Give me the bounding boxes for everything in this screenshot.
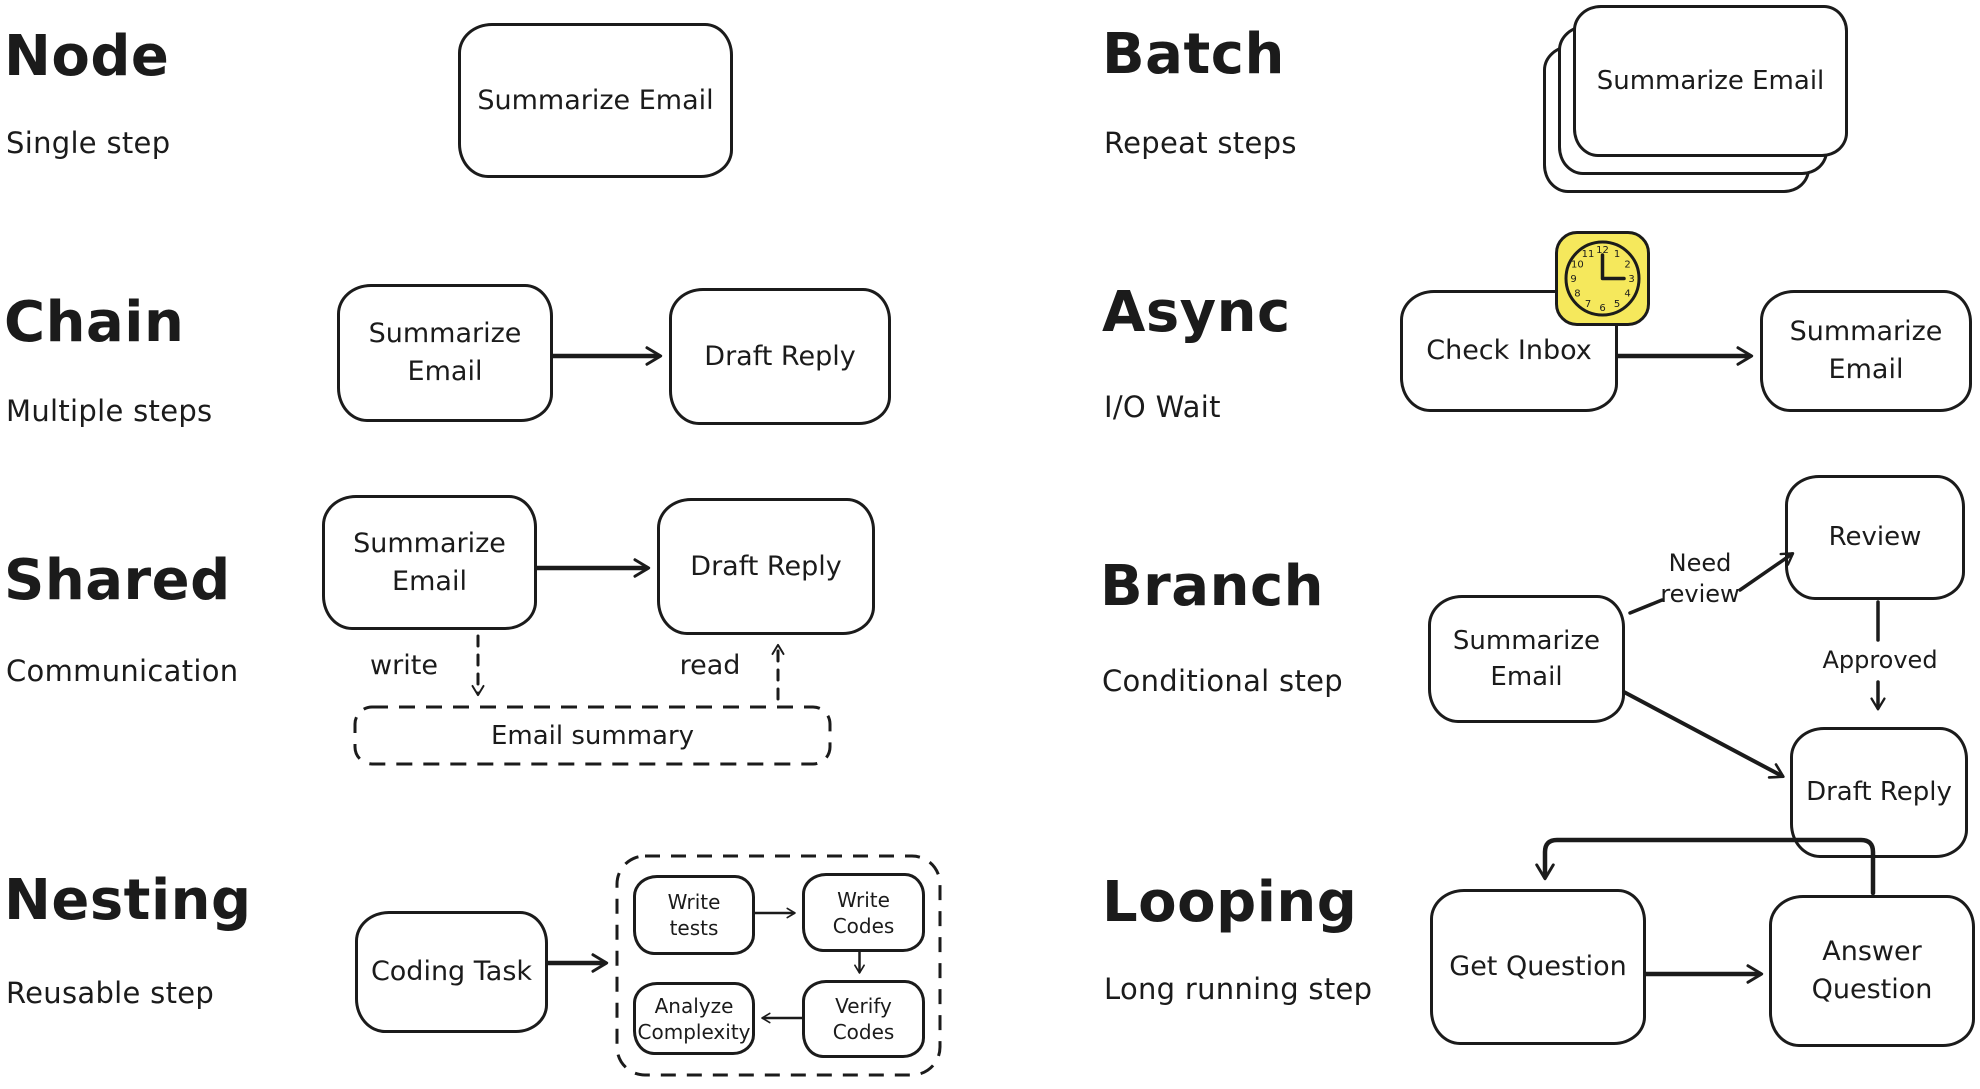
clock-number: 6 — [1599, 303, 1605, 314]
branch-need-review-label: Need review — [1660, 549, 1740, 609]
looping-arrow-loopback — [1535, 837, 1876, 896]
async-box-summarize-email: Summarize Email — [1760, 290, 1972, 412]
branch-arrow-direct — [1622, 690, 1785, 779]
nesting-box-analyze-complexity: Analyze Complexity — [633, 982, 755, 1055]
looping-title: Looping — [1102, 870, 1358, 935]
async-title: Async — [1102, 280, 1291, 345]
shared-subtitle: Communication — [6, 654, 239, 688]
chain-box-summarize-email: Summarize Email — [337, 284, 553, 422]
nesting-box-verify-codes: Verify Codes — [802, 980, 925, 1058]
nesting-title: Nesting — [4, 868, 252, 933]
looping-box-answer-question: Answer Question — [1769, 895, 1975, 1047]
batch-subtitle: Repeat steps — [1104, 126, 1297, 160]
shared-store-email-summary: Email summary — [490, 720, 695, 751]
branch-approved-label: Approved — [1822, 646, 1938, 674]
batch-card-summarize-email: Summarize Email — [1573, 5, 1848, 157]
branch-arrow-need-tail — [1628, 598, 1664, 615]
clock-number: 9 — [1570, 274, 1576, 285]
clock-number: 3 — [1628, 274, 1634, 285]
node-subtitle: Single step — [6, 126, 171, 160]
looping-subtitle: Long running step — [1104, 972, 1373, 1006]
shared-box-draft-reply: Draft Reply — [657, 498, 875, 635]
clock-number: 2 — [1624, 260, 1630, 271]
shared-box-summarize-email: Summarize Email — [322, 495, 537, 630]
nesting-group-outline — [615, 854, 942, 1077]
branch-subtitle: Conditional step — [1102, 664, 1343, 698]
clock-number: 12 — [1596, 245, 1609, 256]
clock-number: 4 — [1624, 289, 1630, 300]
chain-box-draft-reply: Draft Reply — [669, 288, 891, 425]
clock-icon: 12 1 2 3 4 5 6 7 8 9 10 11 — [1555, 231, 1650, 326]
clock-hands — [1600, 253, 1626, 281]
nesting-box-coding-task: Coding Task — [355, 911, 548, 1033]
branch-box-review: Review — [1785, 475, 1965, 600]
node-title: Node — [4, 24, 170, 89]
clock-number: 5 — [1614, 299, 1620, 310]
async-subtitle: I/O Wait — [1104, 390, 1221, 424]
nesting-box-write-tests: Write tests — [633, 875, 755, 955]
clock-number: 1 — [1614, 249, 1620, 260]
branch-arrow-need-head — [1738, 552, 1795, 592]
node-box-summarize-email: Summarize Email — [458, 23, 733, 178]
shared-title: Shared — [4, 548, 231, 613]
shared-read-label: read — [679, 650, 741, 681]
clock-number: 8 — [1574, 289, 1580, 300]
branch-box-draft-reply: Draft Reply — [1790, 727, 1968, 858]
clock-number: 11 — [1582, 249, 1595, 260]
nesting-box-write-codes: Write Codes — [802, 873, 925, 952]
shared-write-label: write — [370, 650, 438, 681]
chain-subtitle: Multiple steps — [6, 394, 213, 428]
clock-number: 10 — [1571, 260, 1584, 271]
shared-store-outline — [353, 705, 832, 766]
clock-number: 7 — [1585, 299, 1591, 310]
looping-box-get-question: Get Question — [1430, 889, 1646, 1045]
branch-title: Branch — [1100, 554, 1325, 619]
batch-title: Batch — [1102, 22, 1285, 87]
branch-box-summarize-email: Summarize Email — [1428, 595, 1625, 723]
chain-title: Chain — [4, 290, 185, 355]
nesting-subtitle: Reusable step — [6, 976, 215, 1010]
